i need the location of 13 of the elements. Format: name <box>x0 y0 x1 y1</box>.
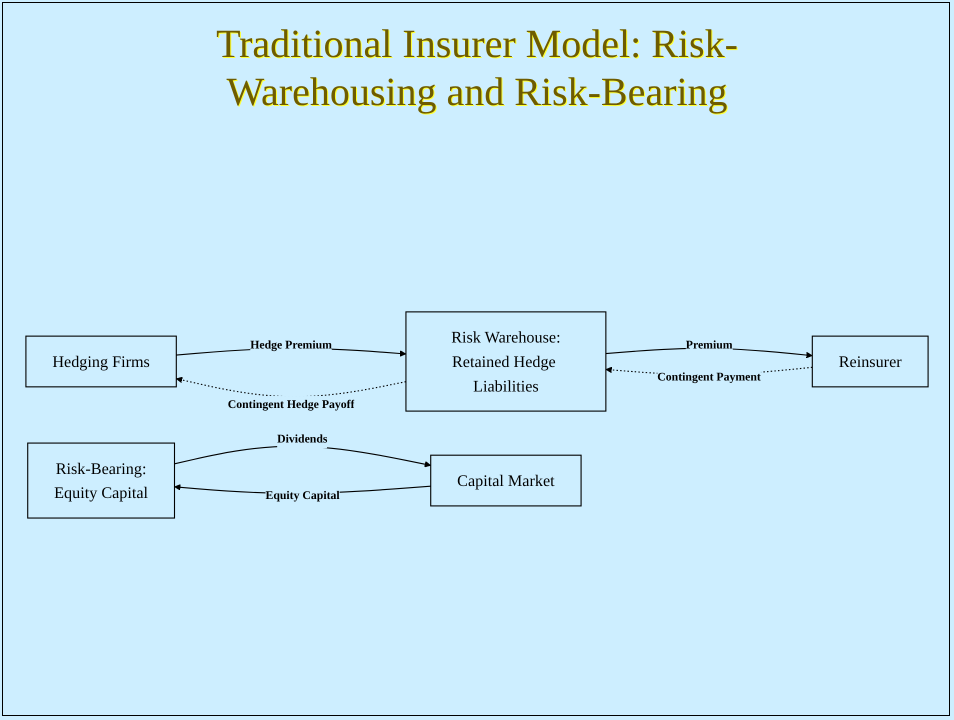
node-box: Capital Market <box>430 454 582 506</box>
node-box: Risk-Bearing: Equity Capital <box>27 442 176 519</box>
node-box: Reinsurer <box>812 336 929 388</box>
edge-label: Contingent Payment <box>657 371 761 384</box>
node-box: Hedging Firms <box>25 336 177 388</box>
title: Traditional Insurer Model: Risk-Warehousing and Risk-Bearing <box>215 20 739 116</box>
edge-label: Dividends <box>277 432 328 446</box>
edge-label: Equity Capital <box>265 489 340 502</box>
arrow <box>176 376 406 398</box>
node-box: Risk Warehouse: Retained Hedge Liabilities <box>405 311 606 412</box>
edge-label: Contingent Hedge Payoff <box>228 398 354 411</box>
edge-label: Hedge Premium <box>250 338 332 352</box>
edge-label: Premium <box>686 338 733 352</box>
